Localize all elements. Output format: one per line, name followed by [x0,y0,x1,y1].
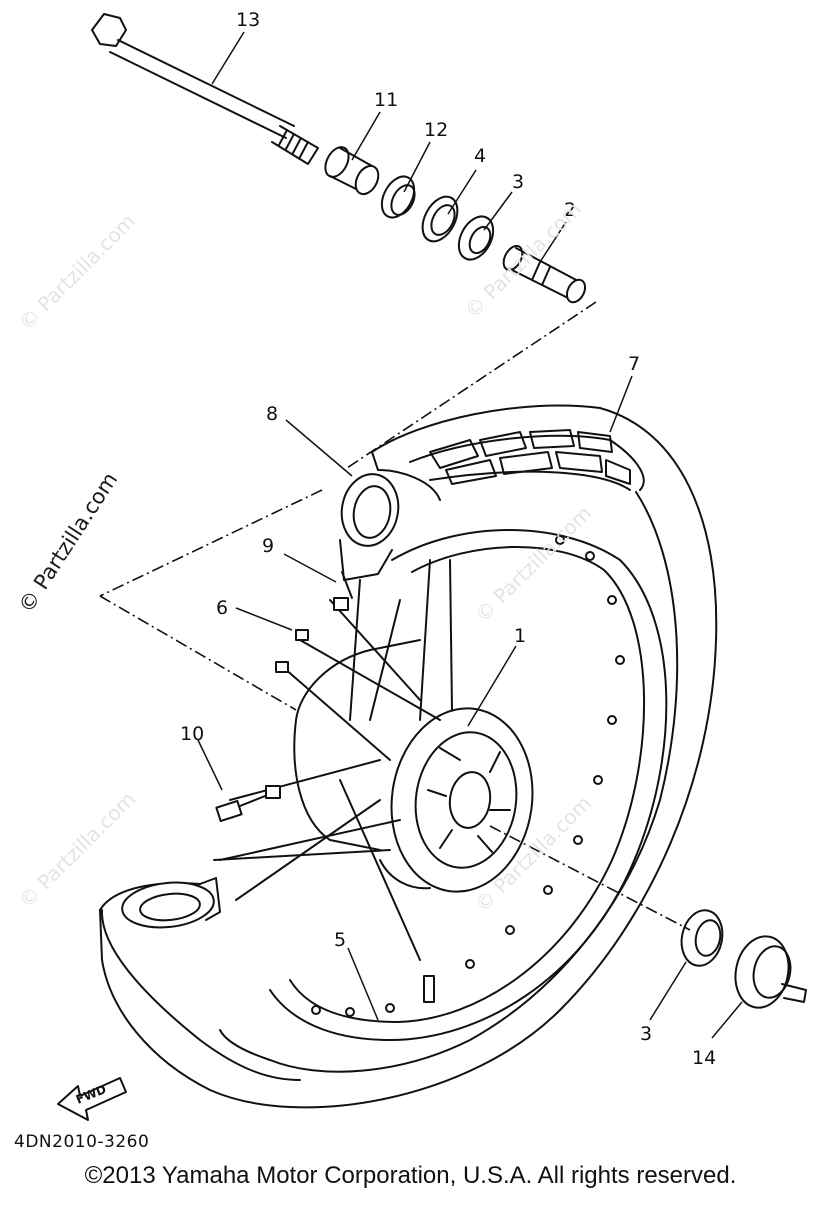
valve-part-10 [215,785,281,823]
leader-10 [197,739,223,791]
gear-unit-part-14 [734,935,807,1009]
spokes-part-5 [213,559,453,961]
leader-13 [211,31,245,85]
label-1: 1 [514,625,526,647]
leader-1 [467,645,517,727]
leader-3-lower [649,961,687,1021]
label-14: 14 [692,1047,716,1069]
leader-7 [609,375,633,433]
alignment-line [489,825,691,931]
label-10: 10 [180,723,204,745]
label-3-top: 3 [512,171,524,193]
bearing-part-3-lower [680,909,724,967]
label-8: 8 [266,403,278,425]
leader-3-top [483,191,513,231]
alignment-line [343,301,597,471]
fwd-arrow-icon [57,1077,127,1121]
alignment-line [99,489,323,597]
leader-14 [711,1001,743,1039]
alignment-line [99,595,297,711]
oil-seal-part-12 [380,175,416,219]
label-13: 13 [236,9,260,31]
spacer-part-2 [502,244,587,304]
leader-11 [351,111,381,161]
leader-2 [539,221,567,263]
leader-12 [403,141,431,193]
label-3-lower: 3 [640,1023,652,1045]
diagram-code: 4DN2010-3260 [14,1132,150,1152]
leader-5 [347,947,379,1021]
axle-part-13 [91,13,319,165]
rim [269,529,668,1041]
leader-8 [285,419,353,477]
seal-part-4 [421,195,459,243]
leader-9 [283,553,337,583]
spoke-nipple-part-6 [275,629,309,673]
label-5: 5 [334,929,346,951]
label-12: 12 [424,119,448,141]
hub-part-1 [293,639,534,893]
label-11: 11 [374,89,398,111]
label-4: 4 [474,145,486,167]
leader-4 [447,169,477,215]
label-7: 7 [628,353,640,375]
clip-part-9 [333,571,353,611]
collar-part-11 [324,146,380,196]
label-9: 9 [262,535,274,557]
valve-stem-lower [423,975,435,1003]
tire-lower-cut [100,877,301,1081]
rim-band-part-8 [339,451,441,581]
label-6: 6 [216,597,228,619]
leader-6 [235,607,293,631]
label-2: 2 [564,199,576,221]
copyright-notice: ©2013 Yamaha Motor Corporation, U.S.A. A… [84,1162,737,1189]
